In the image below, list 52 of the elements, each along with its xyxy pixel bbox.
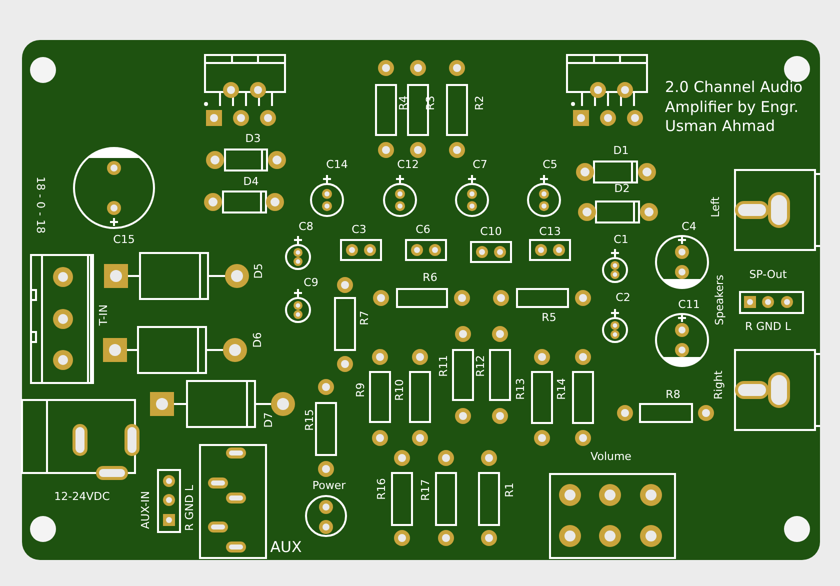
- silkscreen-label: Speakers: [714, 274, 726, 326]
- silkscreen-label: R4: [398, 96, 410, 110]
- silkscreen-label: C11: [678, 298, 700, 312]
- silkscreen-label: AUX: [270, 538, 302, 556]
- silkscreen-label: R13: [514, 378, 528, 400]
- silkscreen-label: 12-24VDC: [54, 490, 110, 504]
- silkscreen-label: C8: [298, 220, 314, 234]
- board-title: 2.0 Channel Audio Amplifier by Engr. Usman Ahmad: [665, 78, 804, 136]
- silkscreen-label: C15: [113, 234, 135, 246]
- silkscreen-label: R10: [394, 379, 406, 401]
- silkscreen-label: C5: [542, 158, 558, 172]
- silkscreen-label: R11: [438, 355, 450, 377]
- silkscreen-label: D2: [614, 182, 630, 196]
- silkscreen-label: SP-Out: [749, 268, 787, 282]
- silkscreen-label: R15: [304, 409, 316, 431]
- silkscreen-label: C1: [614, 234, 628, 246]
- silkscreen-label: C3: [352, 224, 366, 236]
- silkscreen-label: R2: [474, 96, 486, 110]
- silkscreen-label: R8: [666, 388, 680, 402]
- silkscreen-label: AUX-IN: [140, 491, 152, 529]
- silkscreen-label: R1: [504, 482, 516, 498]
- silkscreen-label: Power: [312, 480, 346, 492]
- silkscreen-label: R16: [376, 478, 388, 500]
- silkscreen-label: R14: [556, 378, 568, 400]
- silkscreen-label: R5: [542, 312, 556, 324]
- silkscreen-label: T-IN: [98, 304, 110, 326]
- silkscreen-label: C14: [326, 158, 348, 172]
- silkscreen-label: R GND L: [184, 485, 196, 531]
- silkscreen-label: Left: [710, 196, 722, 218]
- silkscreen-label: Volume: [590, 450, 632, 464]
- silkscreen-label: R GND L: [745, 320, 791, 334]
- silkscreen-label: D3: [245, 132, 261, 146]
- silkscreen-label: D6: [252, 332, 264, 348]
- silkscreen-label: D4: [243, 176, 259, 188]
- silkscreen-label: Right: [712, 370, 726, 400]
- silkscreen-label: R7: [358, 310, 372, 326]
- silkscreen-label: 18 - 0 - 18: [34, 176, 46, 234]
- silkscreen-label: C13: [539, 226, 561, 238]
- silkscreen-label: D1: [613, 144, 629, 158]
- silkscreen-label: D5: [252, 263, 266, 279]
- silkscreen-label: R6: [422, 272, 438, 284]
- silkscreen-label: R12: [474, 355, 488, 377]
- silkscreen-label: R17: [420, 479, 432, 501]
- silkscreen-label: C9: [304, 276, 318, 290]
- silkscreen-label: D7: [262, 412, 276, 428]
- silkscreen-label: C2: [616, 292, 630, 304]
- silkscreen-label: C10: [480, 226, 502, 238]
- silkscreen-label: R9: [354, 382, 368, 398]
- silkscreen-label: C7: [472, 158, 488, 172]
- silkscreen-label: C4: [682, 220, 696, 234]
- silkscreen-label: C6: [416, 224, 430, 236]
- silkscreen-label: C12: [397, 158, 419, 172]
